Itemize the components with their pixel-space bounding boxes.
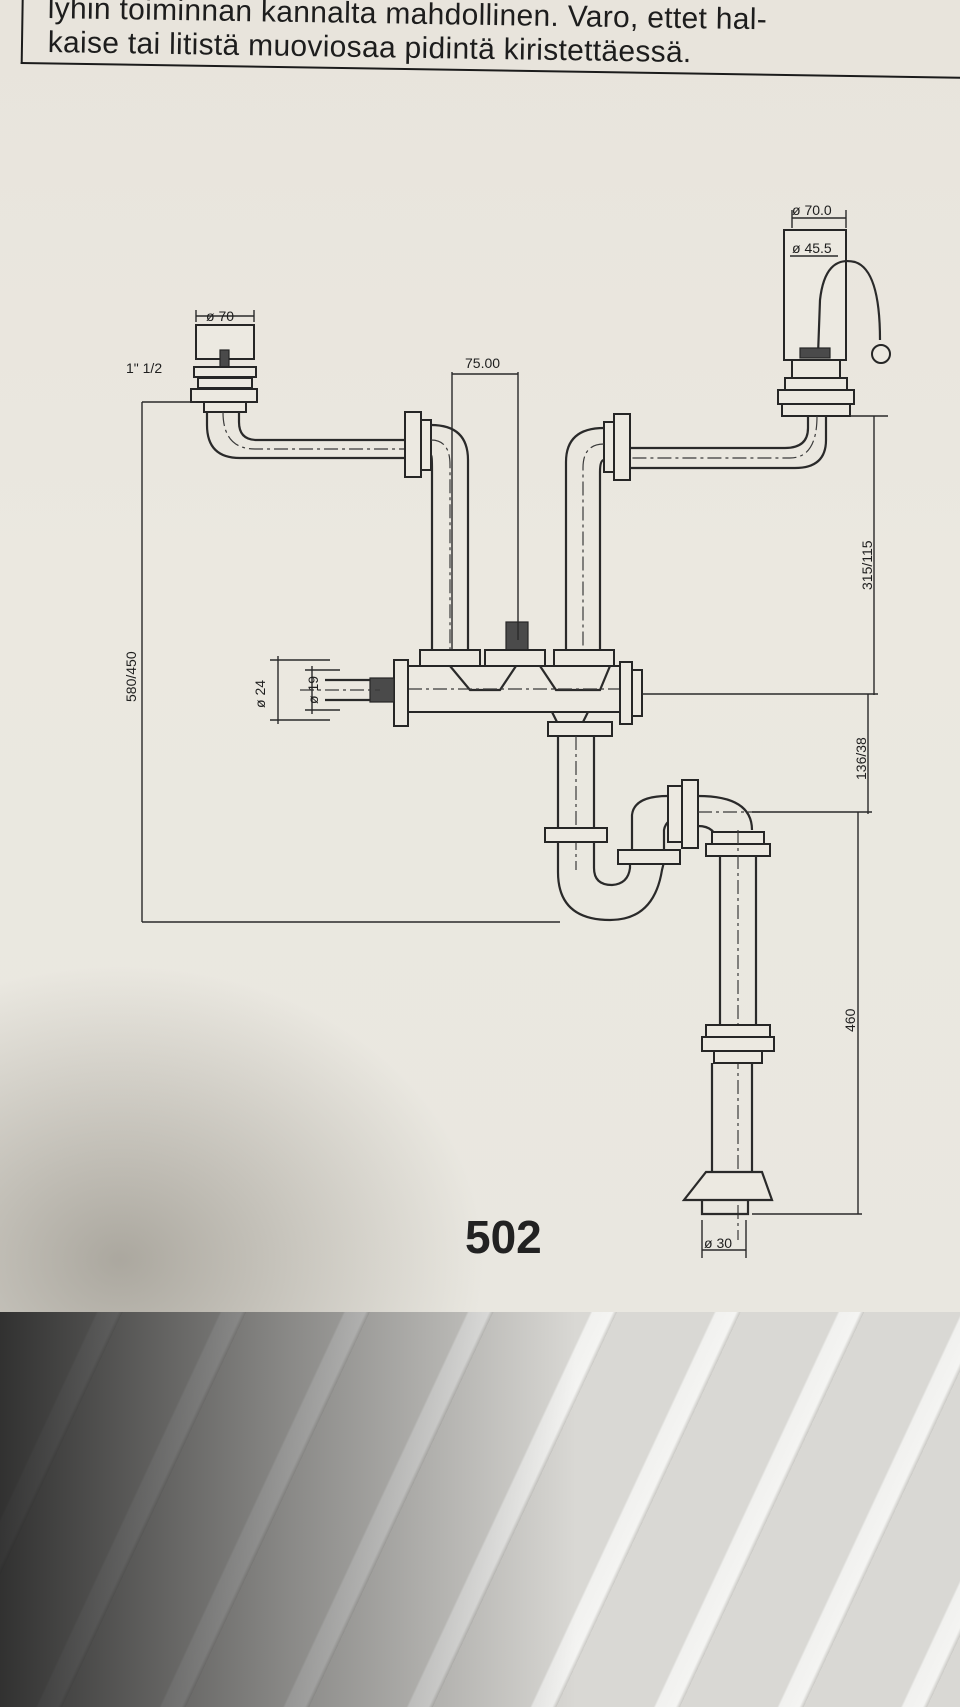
manual-page: lyhin toiminnan kannalta mahdollinen. Va… — [0, 0, 960, 1312]
sink-drain-technical-drawing: ø 70 1" 1/2 75.00 ø 70.0 ø 45.5 ø 24 ø 1… — [123, 202, 891, 1258]
dim-connector-inner: ø 19 — [305, 676, 321, 704]
dim-overflow-diameter: ø 45.5 — [792, 240, 832, 256]
left-sink-outlet — [190, 324, 258, 413]
dim-center-spacing: 75.00 — [465, 355, 500, 371]
dim-connector-outer: ø 24 — [252, 680, 268, 708]
left-waste-arm — [205, 411, 470, 650]
dim-right-outlet-diameter: ø 70.0 — [792, 202, 832, 218]
dim-drain-height: 460 — [842, 1008, 858, 1032]
page-number: 502 — [465, 1211, 542, 1263]
central-manifold — [300, 621, 643, 730]
right-sink-outlet — [777, 229, 891, 417]
dim-drain-diameter: ø 30 — [704, 1235, 732, 1251]
dim-left-outlet-diameter: ø 70 — [206, 308, 234, 324]
floor-shadow — [0, 1310, 960, 1707]
dim-thread-size: 1" 1/2 — [126, 360, 162, 376]
drain-pipe — [681, 830, 775, 1240]
right-waste-arm — [564, 413, 828, 650]
dim-middle-right-height: 136/38 — [853, 737, 869, 780]
dim-upper-right-height: 315/115 — [859, 540, 875, 590]
dim-total-height: 580/450 — [123, 651, 139, 702]
trap-assembly — [544, 721, 760, 922]
